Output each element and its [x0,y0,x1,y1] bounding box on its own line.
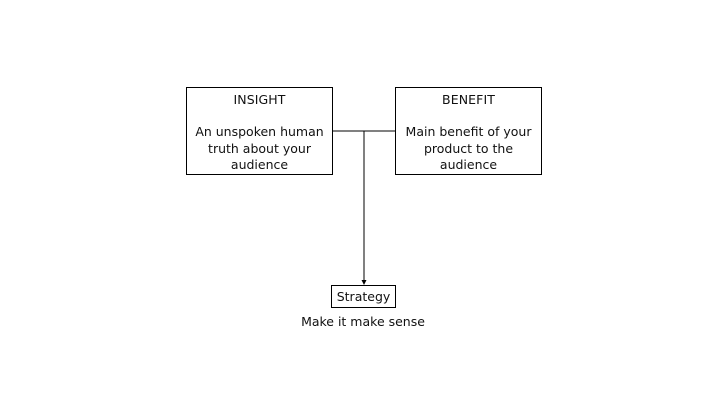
benefit-description: Main benefit of your product to the audi… [405,124,532,172]
insight-title: INSIGHT [233,92,286,107]
strategy-box: Strategy [331,285,396,308]
insight-description: An unspoken human truth about your audie… [195,124,324,172]
strategy-label: Strategy [336,289,391,304]
strategy-caption: Make it make sense [301,314,425,329]
insight-box: INSIGHT An unspoken human truth about yo… [186,87,333,175]
benefit-box: BENEFIT Main benefit of your product to … [395,87,542,175]
benefit-title: BENEFIT [442,92,495,107]
